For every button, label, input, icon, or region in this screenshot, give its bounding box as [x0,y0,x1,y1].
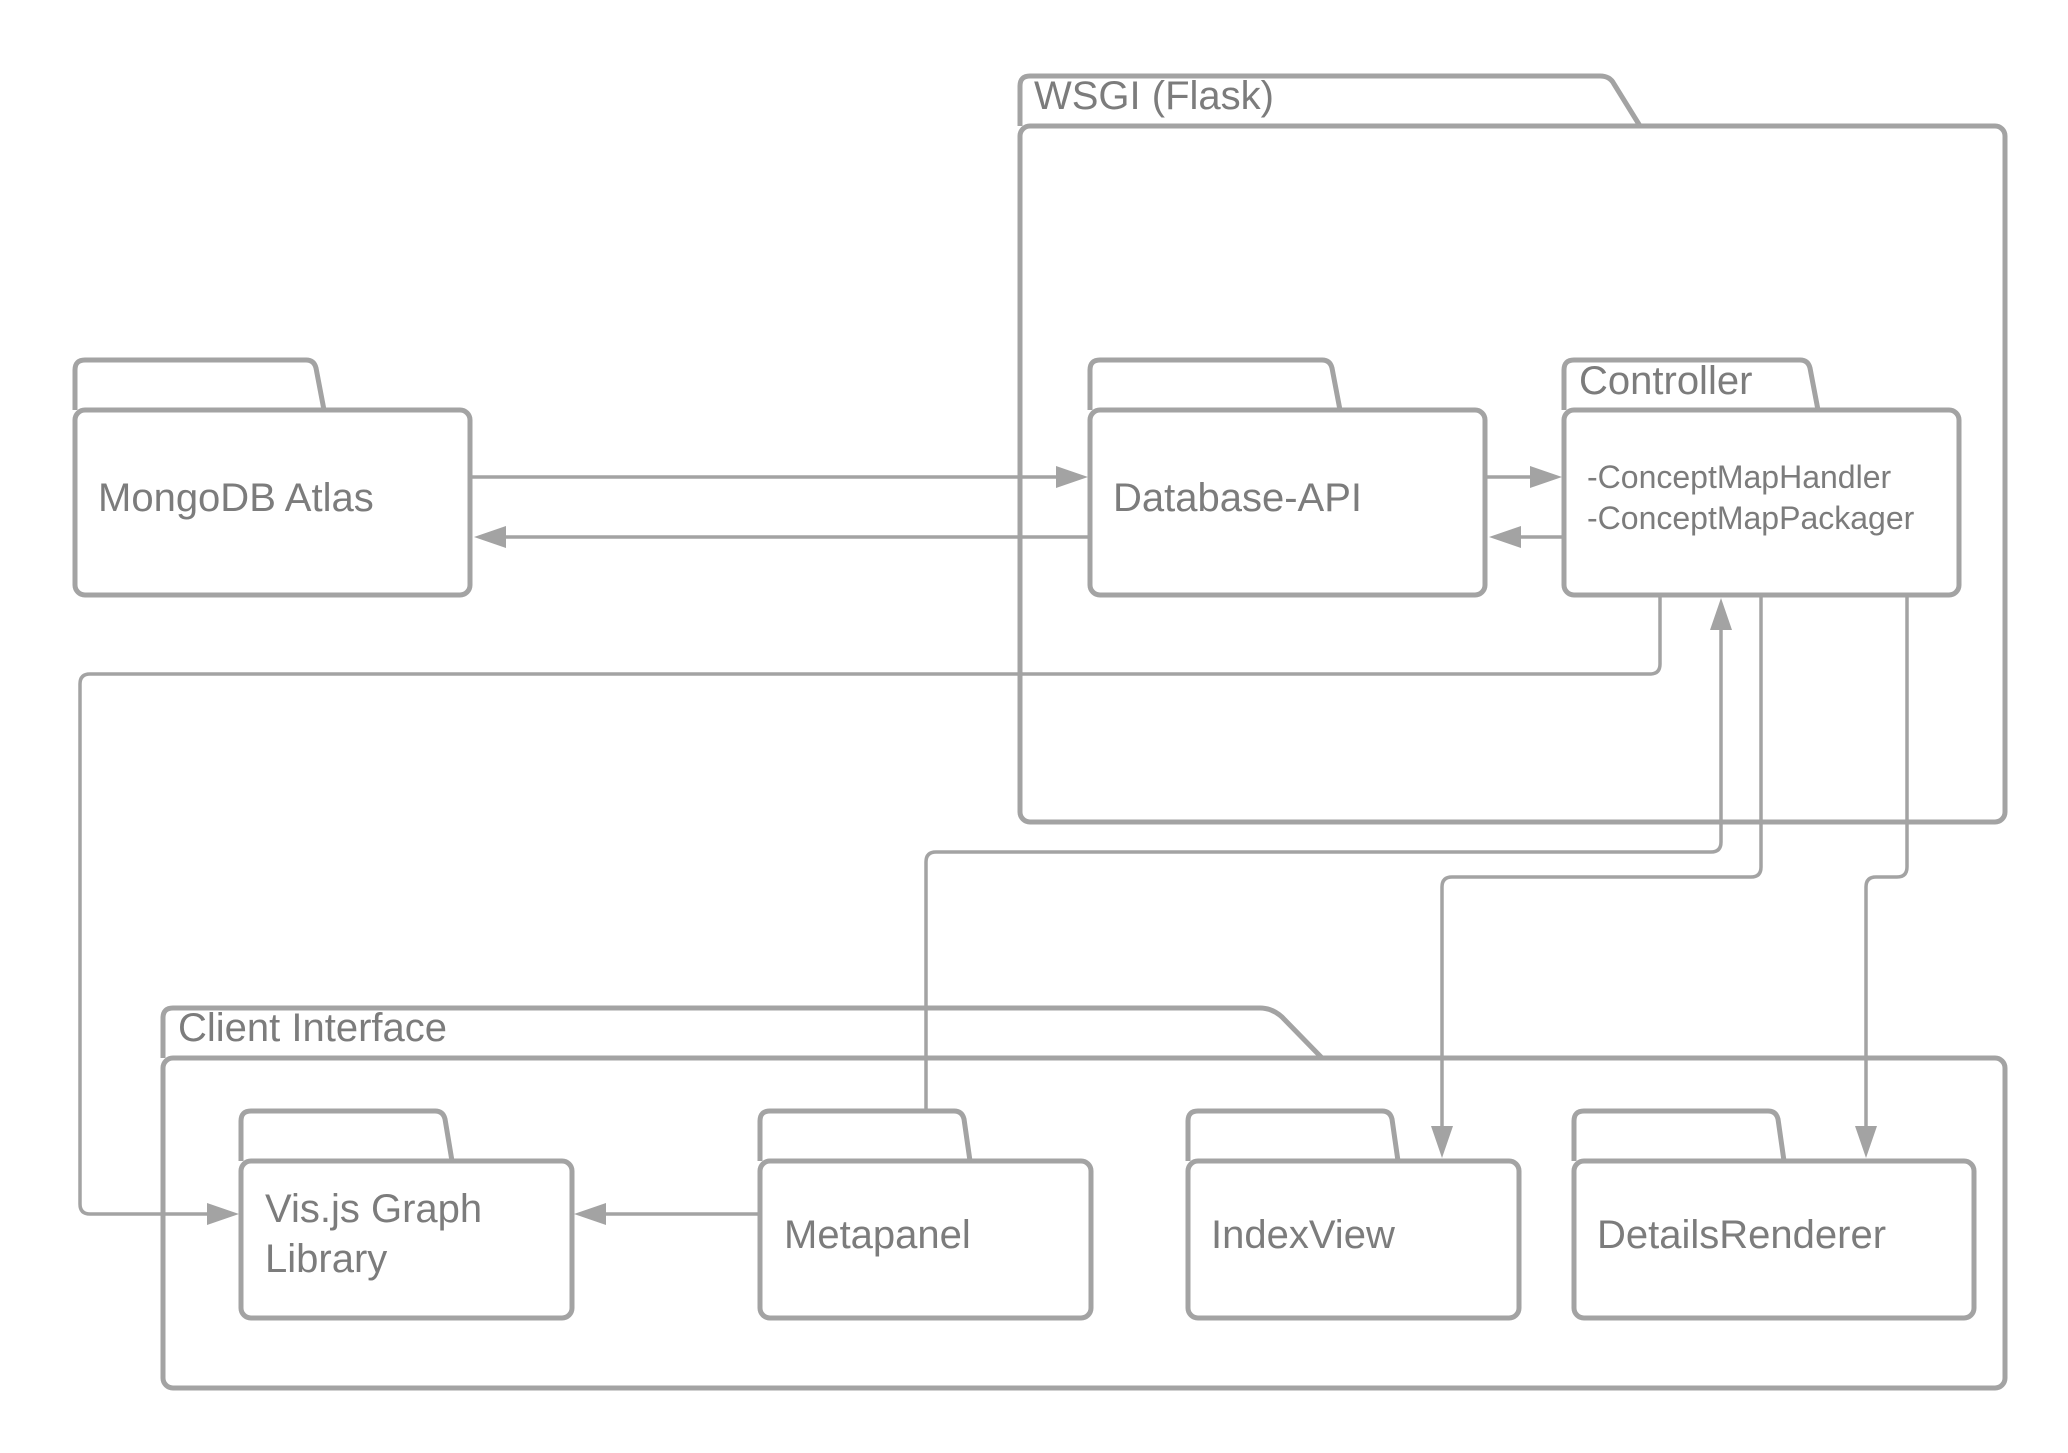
package-indexview: IndexView [1185,1108,1522,1321]
package-controller: Controller -ConceptMapHandler -ConceptMa… [1561,357,1962,598]
connectors [78,466,1909,1225]
package-body [238,1158,575,1321]
arrow-controller-to-visjs [78,597,1662,1225]
package-tab [757,1108,973,1162]
arrow-database-api-to-controller [1487,466,1562,488]
client-interface-tab [160,1005,1324,1060]
visjs-label-line-2: Library [265,1237,387,1281]
controller-member: -ConceptMapHandler [1587,459,1892,495]
package-tab [1185,1108,1401,1162]
package-body [1571,1158,1977,1321]
package-tab [238,1108,455,1162]
detailsrenderer-label: DetailsRenderer [1597,1213,1886,1257]
package-mongodb-atlas: MongoDB Atlas [72,357,473,598]
wsgi-container-tab [1017,73,1643,128]
package-body [757,1158,1094,1321]
arrow-metapanel-to-visjs [574,1203,760,1225]
controller-member: -ConceptMapPackager [1587,500,1915,536]
arrow-controller-to-detailsrenderer [1855,597,1909,1158]
package-metapanel: Metapanel [757,1108,1094,1321]
metapanel-label: Metapanel [784,1213,971,1257]
controller-title: Controller [1579,359,1752,403]
wsgi-container: WSGI (Flask) [1017,73,2008,825]
package-body [1561,407,1962,598]
mongodb-atlas-label: MongoDB Atlas [98,476,374,520]
visjs-label-line-1: Vis.js Graph [265,1187,482,1231]
package-tab [72,357,327,411]
arrow-controller-to-indexview [1431,597,1763,1158]
indexview-label: IndexView [1211,1213,1395,1257]
arrow-database-api-to-mongodb [474,526,1090,548]
package-body [1087,407,1488,598]
package-tab [1561,357,1821,411]
wsgi-container-title: WSGI (Flask) [1034,74,1274,118]
arrow-mongodb-to-database-api [472,466,1088,488]
package-body [1185,1158,1522,1321]
package-visjs-graph-library: Vis.js Graph Library [238,1108,575,1321]
database-api-label: Database-API [1113,476,1362,520]
package-body [72,407,473,598]
package-tab [1571,1108,1787,1162]
package-detailsrenderer: DetailsRenderer [1571,1108,1977,1321]
wsgi-container-frame [1017,123,2008,825]
package-database-api: Database-API [1087,357,1488,598]
arrow-metapanel-to-controller [924,598,1732,1111]
arrow-controller-to-database-api [1489,526,1564,548]
client-interface-title: Client Interface [178,1006,447,1050]
package-tab [1087,357,1343,411]
